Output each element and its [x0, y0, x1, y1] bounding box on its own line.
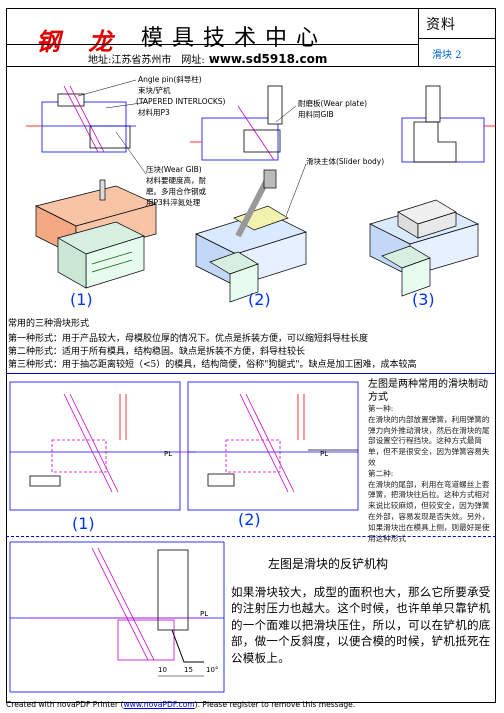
leader-lines: [77, 79, 307, 217]
section-divider: [6, 373, 496, 374]
stop-mechanism-drawings: PL PL: [9, 381, 359, 511]
stop-caption-2: (2): [238, 510, 261, 529]
page-label: 滑块 2: [432, 50, 462, 61]
label-slider-body: 滑块主体(Slider body): [306, 156, 384, 166]
reverse-lock-drawing: PL 10 15 10°: [9, 541, 225, 693]
forms-line-1: 第一种形式：用于产品较大，母模胶位厚的情况下。优点是拆装方便，可以缩短斜导柱长度: [8, 334, 369, 344]
stop-drawing-1: [9, 381, 196, 511]
stop-type-1: 第一种:: [368, 404, 394, 413]
stop-pl-label-1: PL: [164, 450, 172, 458]
stop-description: 左图是两种常用的滑块制动方式 第一种: 在滑块的内部放置弹簧，利用弹簧的弹力向外…: [368, 378, 492, 544]
page-header: 钢 龙 模具技术中心 地址:江苏省苏州市 网址:www.sd5918.com 资…: [6, 8, 496, 67]
stop-paragraph-2: 在滑块的尾部，利用在弯道螺丝上套弹簧，把滑块往后拉。这种方式相对来说比较麻烦，但…: [368, 479, 490, 543]
reverse-dim-a: 10: [158, 666, 167, 674]
header-right-divider: [418, 38, 496, 39]
watermark-footer: Created with novaPDF Printer (www.novaPD…: [0, 700, 504, 709]
forms-line-3: 第三种形式：用于抽芯距离较短（<5）的模具，结构简便，俗称"狗腿式"。缺点是加工…: [8, 360, 417, 370]
label-tapered: (TAPERED INTERLOCKS): [136, 97, 226, 106]
slider-drawings: Angle pin(斜导柱) 束块/铲机 (TAPERED INTERLOCKS…: [26, 74, 496, 303]
label-material-p3: 材料用P3: [138, 107, 170, 117]
reverse-body: 如果滑块较大，成型的面积也大，那么它所要承受的注射压力也越大。这个时候，也许单单…: [231, 585, 491, 665]
company-logo: 钢 龙: [36, 28, 123, 56]
page-title: 模具技术中心: [141, 26, 328, 51]
drawing-1-iso: [34, 179, 158, 289]
footer-post: ). Please register to remove this messag…: [194, 700, 356, 709]
label-wear-plate: 耐磨板(Wear plate): [298, 98, 367, 108]
stop-heading: 左图是两种常用的滑块制动方式: [368, 379, 488, 403]
website-link[interactable]: www.sd5918.com: [208, 52, 328, 66]
label-locking: 束块/铲机: [138, 85, 171, 95]
section-divider-2: [6, 536, 496, 537]
label-gib-note-2: 磨。多用合作钢或: [146, 186, 206, 196]
stop-paragraph-1: 在滑块的内部放置弹簧，利用弹簧的弹力向外推动滑块，然后在滑块的尾部设置空行程挡块…: [368, 414, 490, 467]
novapdf-link[interactable]: www.novaPDF.com: [123, 700, 195, 709]
forms-heading: 常用的三种滑块形式: [8, 319, 90, 329]
forms-line-2: 第二种形式：适用于所有模具，结构稳固。缺点是拆装不方便，斜导柱较长: [8, 347, 306, 357]
label-gib-note-1: 材料要硬度高，耐: [146, 175, 206, 185]
page-frame: [6, 8, 496, 703]
drawing-1-section: [26, 85, 136, 153]
header-divider: [6, 44, 418, 45]
reverse-dim-b: 15: [184, 666, 193, 674]
figure-caption-3: (3): [412, 290, 435, 309]
label-angle-pin: Angle pin(斜导柱): [138, 74, 202, 84]
drawing-3-section: [401, 85, 496, 163]
address-text: 地址:江苏省苏州市 网址:: [88, 55, 205, 66]
reverse-pl-label: PL: [200, 610, 208, 618]
stop-type-2: 第二种:: [368, 468, 394, 478]
label-gib-note-3: 用P3料淬氮处理: [146, 197, 201, 207]
stop-caption-1: (1): [72, 514, 95, 533]
header-vertical-divider: [418, 8, 419, 66]
reverse-title: 左图是滑块的反铲机构: [268, 557, 389, 571]
reverse-dim-c: 10°: [206, 666, 218, 674]
drawing-2-iso: [195, 169, 307, 303]
doc-type: 资料: [426, 17, 456, 33]
label-gib: 压块(Wear GIB): [146, 164, 202, 174]
stop-pl-label-2: PL: [320, 450, 328, 458]
figure-caption-2: (2): [248, 290, 271, 309]
drawing-2-section: [190, 85, 283, 161]
label-wear-plate-material: 用料同GIB: [298, 109, 334, 119]
drawing-3-iso: [369, 199, 479, 297]
company-address: 地址:江苏省苏州市 网址:www.sd5918.com: [88, 51, 327, 66]
stop-drawing-2: [187, 381, 359, 511]
figure-caption-1: (1): [70, 290, 93, 309]
footer-pre: Created with novaPDF Printer (: [6, 700, 124, 709]
